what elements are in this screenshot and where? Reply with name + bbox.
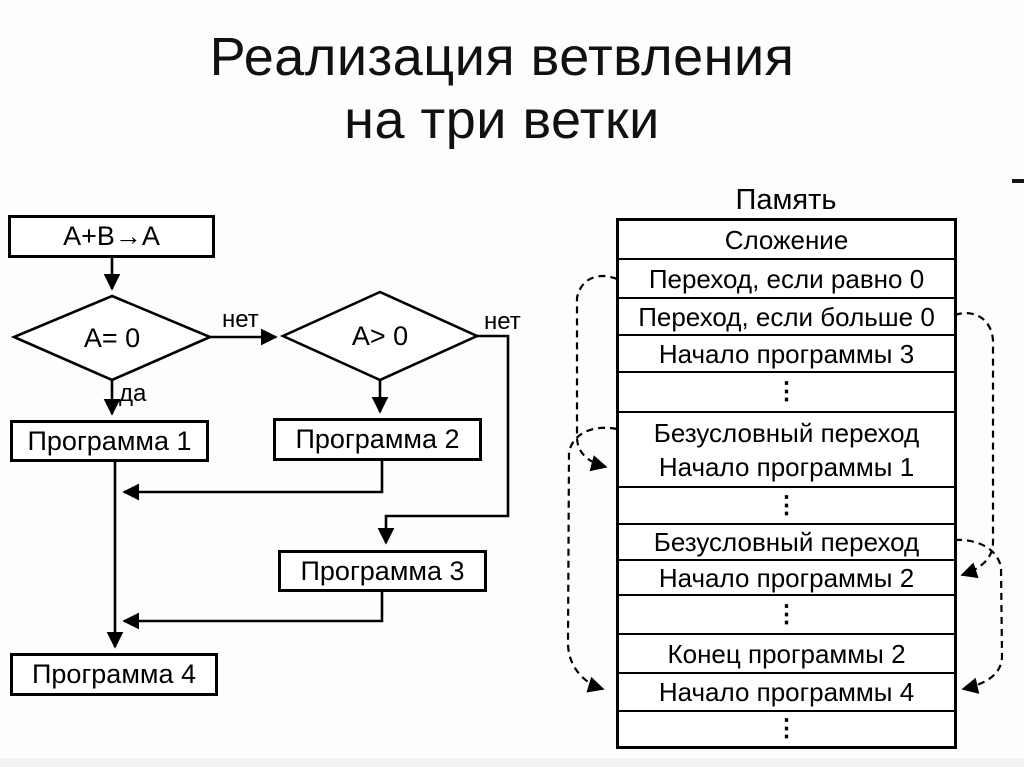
memory-cell-text: Начало программы 2 [658, 562, 915, 593]
branch-label-no-2: нет [484, 308, 521, 335]
memory-row-ellipsis: ⋮ [619, 596, 954, 635]
program1-label: Программа 1 [27, 425, 192, 456]
jump-if-zero-arrow [575, 274, 618, 472]
memory-row-program2-start: Начало программы 2 [619, 561, 954, 596]
memory-row-addition: Сложение [619, 221, 954, 260]
title-line-2: на три ветки [344, 90, 660, 150]
memory-table: Сложение Переход, если равно 0 Переход, … [616, 218, 957, 749]
program2-box: Программа 2 [273, 418, 482, 461]
edge-artifact-dash [1012, 179, 1024, 183]
ellipsis-icon: ⋮ [774, 715, 799, 742]
bottom-edge-strip [0, 758, 1024, 767]
memory-row-unconditional-jump: Безусловный переход [619, 525, 954, 561]
memory-cell-text: Переход, если равно 0 [648, 263, 925, 294]
branch-label-yes: да [119, 380, 147, 407]
memory-cell-text: Безусловный переход [653, 527, 920, 557]
memory-cell-text: Начало программы 1 [658, 451, 915, 482]
memory-cell-text: Начало программы 4 [658, 677, 915, 707]
program3-box: Программа 3 [278, 550, 487, 592]
ellipsis-icon: ⋮ [774, 600, 799, 628]
start-box: А+В→А [8, 215, 215, 258]
memory-row-jump-if-zero: Переход, если равно 0 [619, 260, 954, 299]
memory-row-ellipsis: ⋮ [619, 488, 954, 525]
start-box-label: А+В→А [63, 221, 160, 251]
memory-row-ellipsis: ⋮ [619, 712, 954, 746]
arrow-no2-to-program3 [377, 334, 510, 545]
decision2-label: А> 0 [351, 321, 409, 351]
memory-cell-text: Начало программы 3 [658, 338, 915, 369]
memory-cell-text: Безусловный переход [653, 417, 920, 448]
program4-box: Программа 4 [10, 653, 218, 696]
memory-row-ellipsis: ⋮ [619, 373, 954, 413]
memory-row-program4-start: Начало программы 4 [619, 674, 954, 712]
jump-if-greater-arrow [954, 312, 995, 579]
merge-program2 [122, 461, 384, 501]
memory-cell-text: Конец программы 2 [667, 638, 906, 669]
merge-program3 [122, 592, 384, 630]
page-title: Реализация ветвления на три ветки [0, 26, 1004, 152]
memory-row-jump-if-greater: Переход, если больше 0 [619, 299, 954, 336]
ellipsis-icon: ⋮ [774, 378, 799, 405]
memory-cell-text: Переход, если больше 0 [638, 301, 935, 332]
ellipsis-icon: ⋮ [774, 491, 799, 519]
program4-label: Программа 4 [32, 659, 196, 689]
memory-row-jump-and-program1-start: Безусловный переход Начало программы 1 [619, 413, 954, 488]
unconditional-jump1-arrow [566, 426, 618, 693]
decision1-label: А= 0 [83, 323, 141, 353]
memory-row-program2-end: Конец программы 2 [619, 635, 954, 674]
memory-header: Память [735, 184, 837, 216]
memory-cell-text: Сложение [724, 224, 849, 255]
unconditional-jump2-arrow [954, 538, 1004, 694]
branch-label-no-1: нет [222, 306, 259, 333]
program3-label: Программа 3 [300, 555, 465, 586]
program1-box: Программа 1 [10, 420, 209, 462]
title-line-1: Реализация ветвления [209, 27, 795, 87]
program2-label: Программа 2 [295, 424, 460, 454]
memory-row-program3-start: Начало программы 3 [619, 336, 954, 373]
